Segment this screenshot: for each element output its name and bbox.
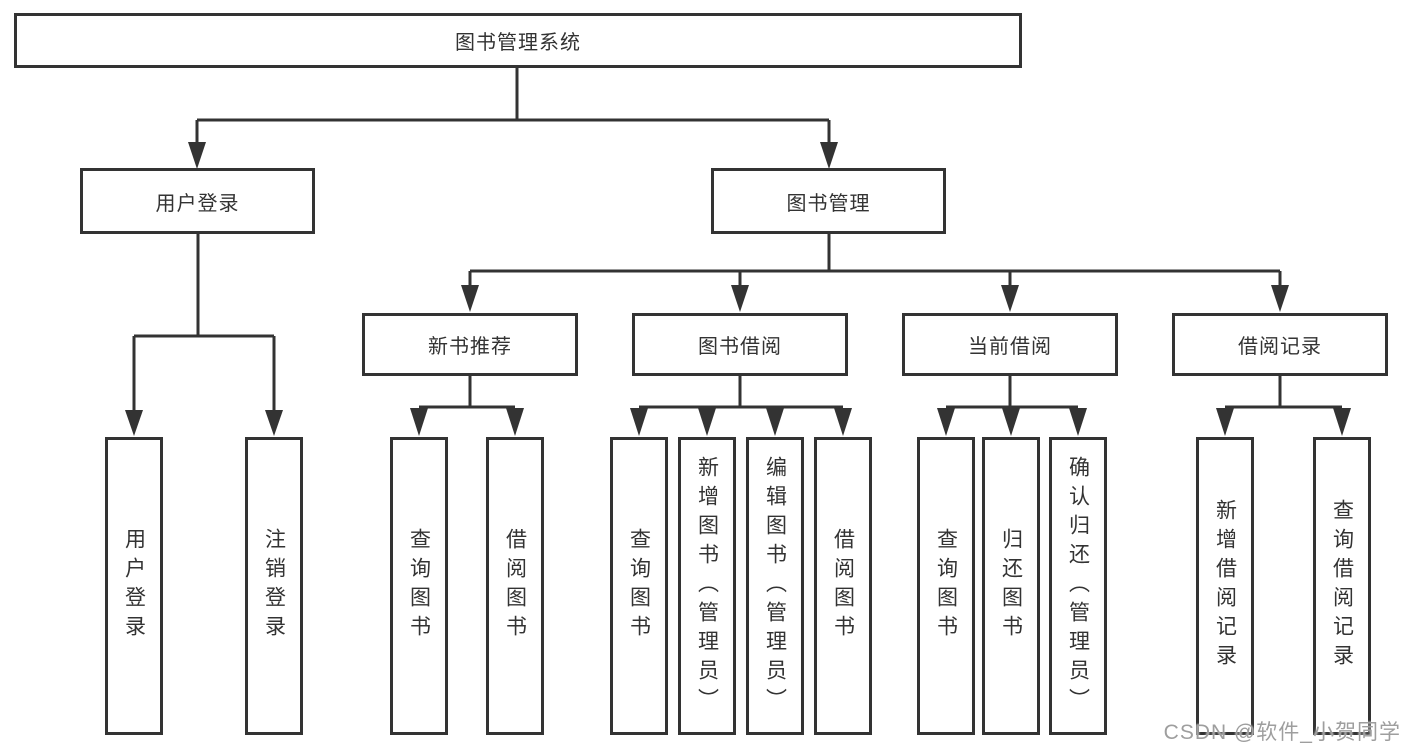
node-user-login-module: 用户登录 — [80, 168, 315, 234]
node-current-borrow: 当前借阅 — [902, 313, 1118, 376]
leaf-return-books: 归还图书 — [982, 437, 1040, 735]
leaf-borrow-books: 借阅图书 — [814, 437, 872, 735]
leaf-query-borrow-record: 查询借阅记录 — [1313, 437, 1371, 735]
leaf-borrow-books-recommend: 借阅图书 — [486, 437, 544, 735]
node-root-system: 图书管理系统 — [14, 13, 1022, 68]
leaf-logout: 注销登录 — [245, 437, 303, 735]
leaf-user-login: 用户登录 — [105, 437, 163, 735]
leaf-query-books-borrow: 查询图书 — [610, 437, 668, 735]
csdn-watermark: CSDN @软件_小贺同学 — [1163, 721, 1401, 744]
arrowheads — [125, 142, 1351, 436]
leaf-query-books-recommend: 查询图书 — [390, 437, 448, 735]
leaf-add-borrow-record: 新增借阅记录 — [1196, 437, 1254, 735]
leaf-add-books-admin: 新增图书（管理员） — [678, 437, 736, 735]
leaf-confirm-return-admin: 确认归还（管理员） — [1049, 437, 1107, 735]
leaf-query-books-current: 查询图书 — [917, 437, 975, 735]
leaf-edit-books-admin: 编辑图书（管理员） — [746, 437, 804, 735]
node-book-borrow: 图书借阅 — [632, 313, 848, 376]
node-borrow-records: 借阅记录 — [1172, 313, 1388, 376]
node-book-management-module: 图书管理 — [711, 168, 946, 234]
node-new-book-recommend: 新书推荐 — [362, 313, 578, 376]
